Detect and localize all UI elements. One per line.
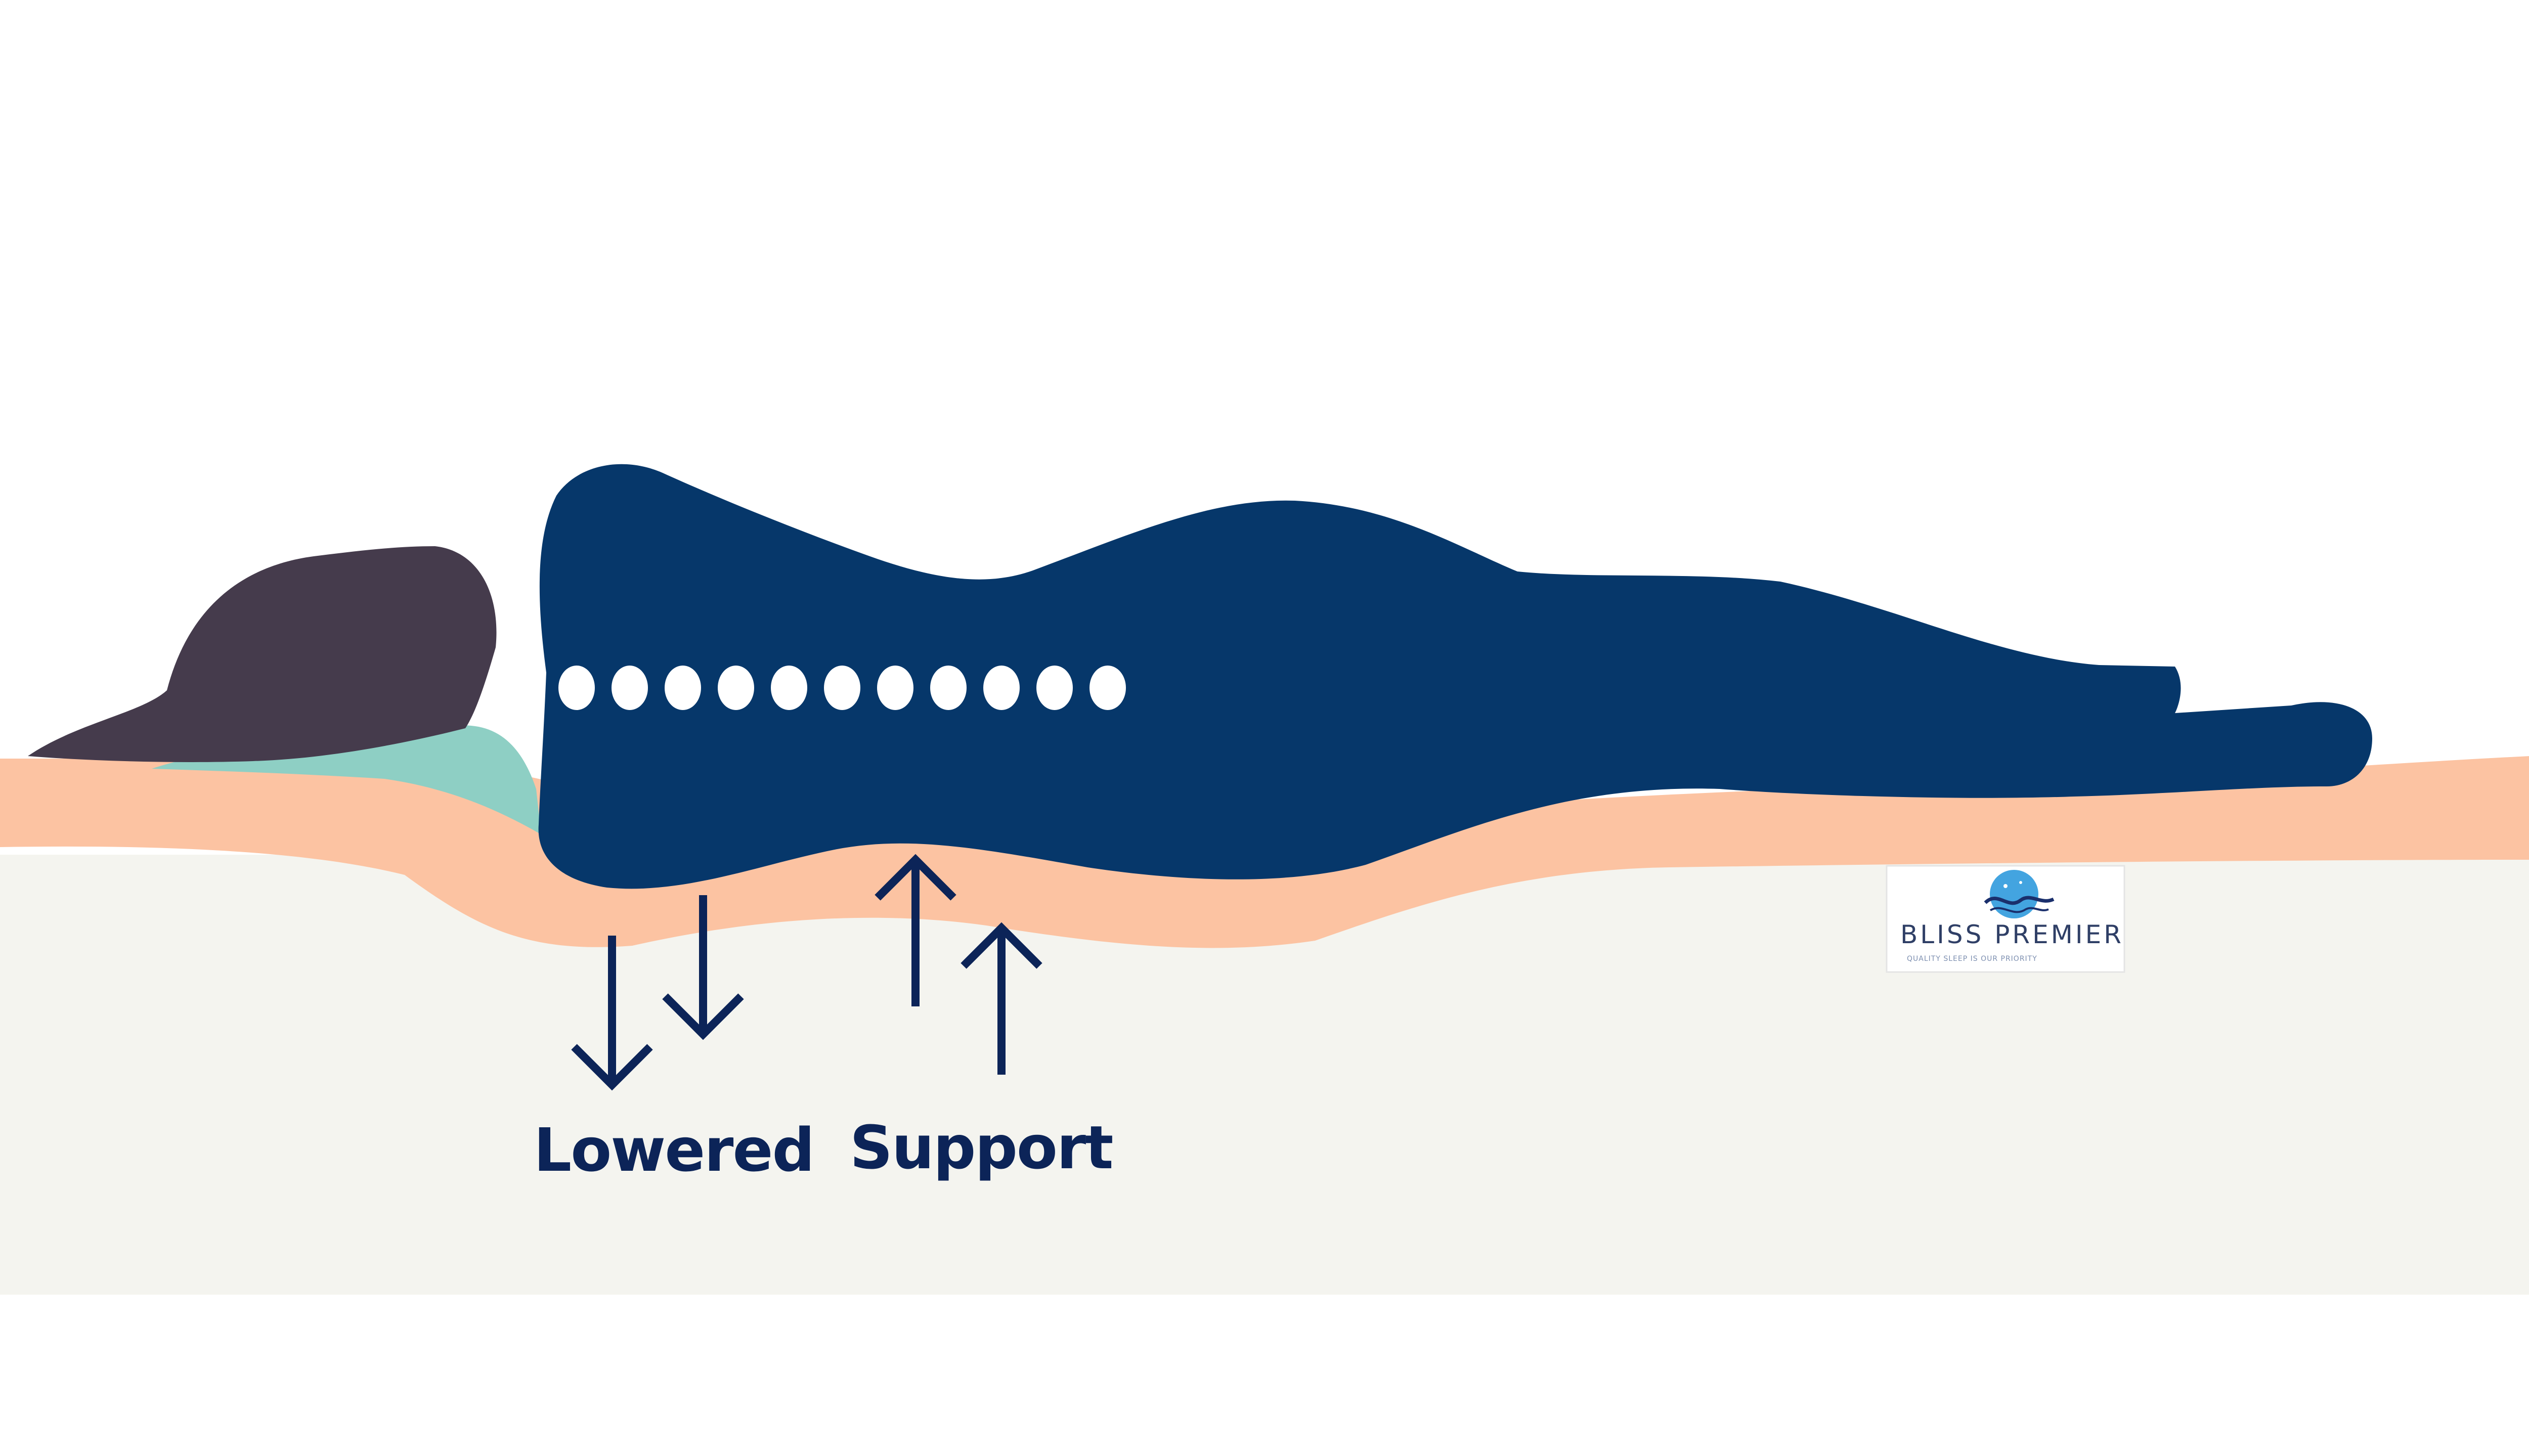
arrow-down-icon [571, 936, 653, 1091]
arrow-up-icon [961, 922, 1042, 1075]
lowered-label: Lowered [534, 1115, 814, 1185]
support-arrows-icon [875, 854, 1042, 1075]
arrow-up-icon [875, 854, 956, 1006]
spine-dot [612, 666, 648, 710]
hair [28, 546, 497, 762]
brand-name: BLISS PREMIER [1900, 920, 2124, 949]
body-silhouette [538, 464, 2372, 889]
spine-dot [983, 666, 1020, 710]
spine-dot [1089, 666, 1126, 710]
spine-dot [824, 666, 860, 710]
arrow-down-icon [662, 895, 744, 1040]
support-label: Support [850, 1113, 1113, 1182]
brand-tag: BLISS PREMIER QUALITY SLEEP IS OUR PRIOR… [1886, 865, 2125, 973]
moon-wave-logo-icon [1984, 870, 2055, 918]
spine-dot [665, 666, 701, 710]
spine-dot [558, 666, 595, 710]
spine-dot [718, 666, 754, 710]
spine-dots [505, 666, 1126, 710]
spine-dot [877, 666, 913, 710]
spine-dot [505, 666, 542, 710]
spine-dot [771, 666, 807, 710]
spine-dot [930, 666, 967, 710]
lowered-arrows-icon [571, 895, 744, 1091]
brand-tagline: QUALITY SLEEP IS OUR PRIORITY [1907, 955, 2037, 963]
spine-dot [1036, 666, 1073, 710]
